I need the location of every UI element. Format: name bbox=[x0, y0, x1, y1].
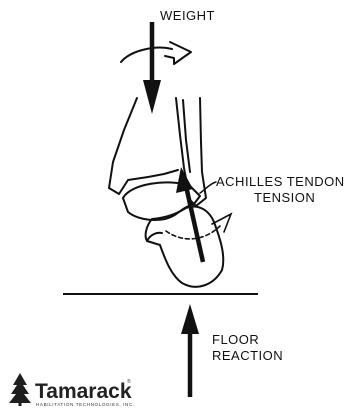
tamarack-logo: Tamarack ® HABILITATION TECHNOLOGIES, IN… bbox=[9, 373, 135, 407]
floor-reaction-arrow bbox=[181, 304, 199, 397]
weight-arrowhead bbox=[143, 80, 161, 114]
top-rotation-arc bbox=[121, 48, 172, 62]
weight-arrow bbox=[143, 22, 161, 114]
logo-registered-mark: ® bbox=[127, 378, 131, 385]
calcaneus-outline bbox=[146, 207, 224, 287]
ankle-bones bbox=[109, 98, 223, 287]
tibia-outline bbox=[109, 98, 178, 194]
achilles-label-line2: TENSION bbox=[254, 190, 315, 205]
floor-label-line2: REACTION bbox=[212, 348, 283, 363]
heel-rotation-head bbox=[212, 214, 231, 232]
heel-rotation-arc bbox=[166, 226, 220, 239]
floor-arrowhead bbox=[181, 304, 199, 334]
weight-label: WEIGHT bbox=[160, 8, 215, 23]
pine-tree-icon bbox=[9, 373, 31, 406]
top-rotation-arrow bbox=[121, 42, 191, 64]
achilles-label-line1: ACHILLES TENDON bbox=[216, 174, 345, 189]
calcaneus-notch bbox=[147, 233, 162, 241]
achilles-tension-arrow bbox=[176, 167, 203, 262]
top-rotation-head bbox=[165, 42, 191, 64]
logo-name: Tamarack bbox=[35, 380, 132, 403]
floor-label-line1: FLOOR bbox=[212, 332, 259, 347]
logo-tagline: HABILITATION TECHNOLOGIES, INC. bbox=[36, 402, 135, 407]
achilles-leader-line bbox=[200, 182, 216, 193]
